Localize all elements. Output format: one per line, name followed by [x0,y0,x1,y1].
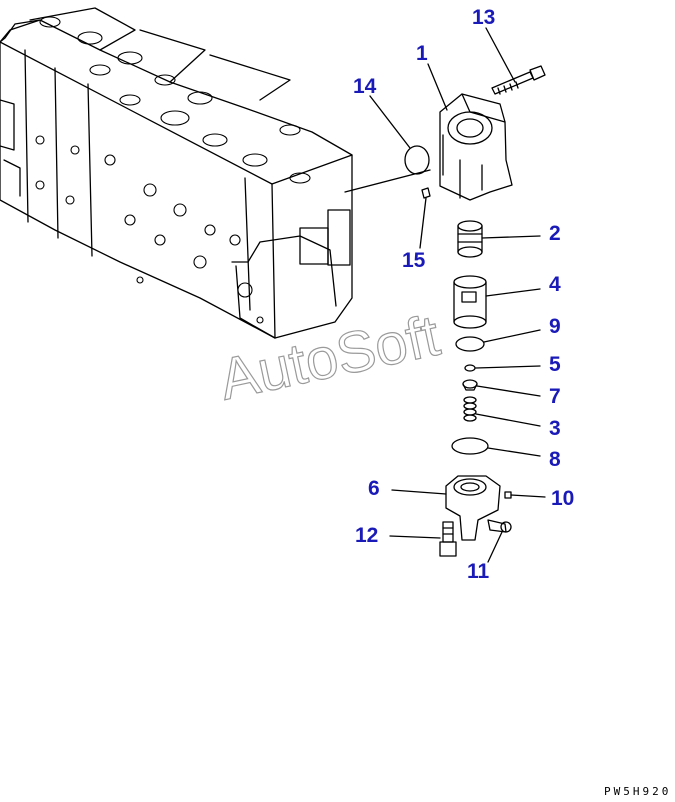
callout-1: 1 [416,42,428,65]
callout-8: 8 [549,448,561,471]
part-3-spring [463,396,541,427]
part-4-sleeve [453,275,541,329]
leader-line-1 [427,63,448,111]
part-6-cover [391,475,501,541]
callout-7: 7 [549,385,561,408]
part-10-plug [504,491,546,499]
part-1-valve-housing [439,93,513,201]
part-14-plug [404,145,430,175]
part-11-screw [487,519,512,563]
part-8-o-ring [451,437,541,457]
callout-13: 13 [472,6,496,29]
callout-3: 3 [549,417,561,440]
callout-10: 10 [551,487,575,510]
leader-line-13 [485,27,516,83]
part-13-bolt [491,65,546,95]
control-valve-body [0,7,431,339]
callout-15: 15 [402,249,426,272]
part-15-plug [421,187,431,199]
part-2-spool [457,220,541,258]
callout-12: 12 [355,524,379,547]
callout-5: 5 [549,353,561,376]
callout-14: 14 [353,75,377,98]
callout-6: 6 [368,477,380,500]
part-9-o-ring [455,329,541,352]
leader-line-15 [419,197,427,249]
drawing-code: PW5H920 [604,785,672,798]
callout-4: 4 [549,273,561,296]
callout-11: 11 [467,560,490,583]
part-5-ring [464,364,541,372]
callout-2: 2 [549,222,561,245]
part-12-bolt [389,521,457,557]
leader-line-14 [369,95,411,149]
part-7-seat [462,379,541,397]
valve-body-ports [35,16,311,324]
callout-9: 9 [549,315,561,338]
